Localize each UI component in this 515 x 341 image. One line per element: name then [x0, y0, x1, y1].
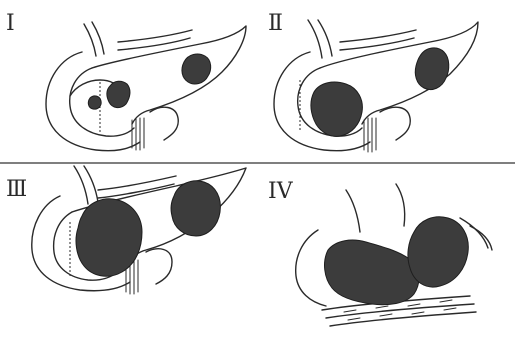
stage-1-tumor-head	[107, 81, 130, 107]
stage-2-tumor-tail	[415, 48, 449, 90]
stage-3-tumor-tail	[171, 181, 220, 236]
stage-2-tumor-head	[311, 82, 362, 136]
panel-stage-2: Ⅱ	[268, 11, 478, 152]
stage-4-tumor-mass-left	[325, 240, 419, 305]
panel-stage-4: ⅠⅤ	[268, 179, 492, 326]
stage-4-tumor-mass-right	[408, 217, 468, 287]
stage-1-pancreas-drawing	[46, 22, 246, 151]
stage-4-label: ⅠⅤ	[268, 179, 294, 204]
stage-2-label: Ⅱ	[268, 11, 283, 36]
stage-1-tumor-tail	[182, 54, 211, 84]
stage-2-pancreas-drawing	[274, 20, 478, 152]
stage-1-tumor-small	[88, 96, 101, 109]
stage-3-label: Ⅲ	[6, 177, 27, 202]
stage-3-tumor-head	[76, 199, 142, 276]
stage-1-label: Ⅰ	[6, 11, 15, 36]
panel-stage-3: Ⅲ	[6, 166, 246, 294]
panel-stage-1: Ⅰ	[6, 11, 246, 151]
